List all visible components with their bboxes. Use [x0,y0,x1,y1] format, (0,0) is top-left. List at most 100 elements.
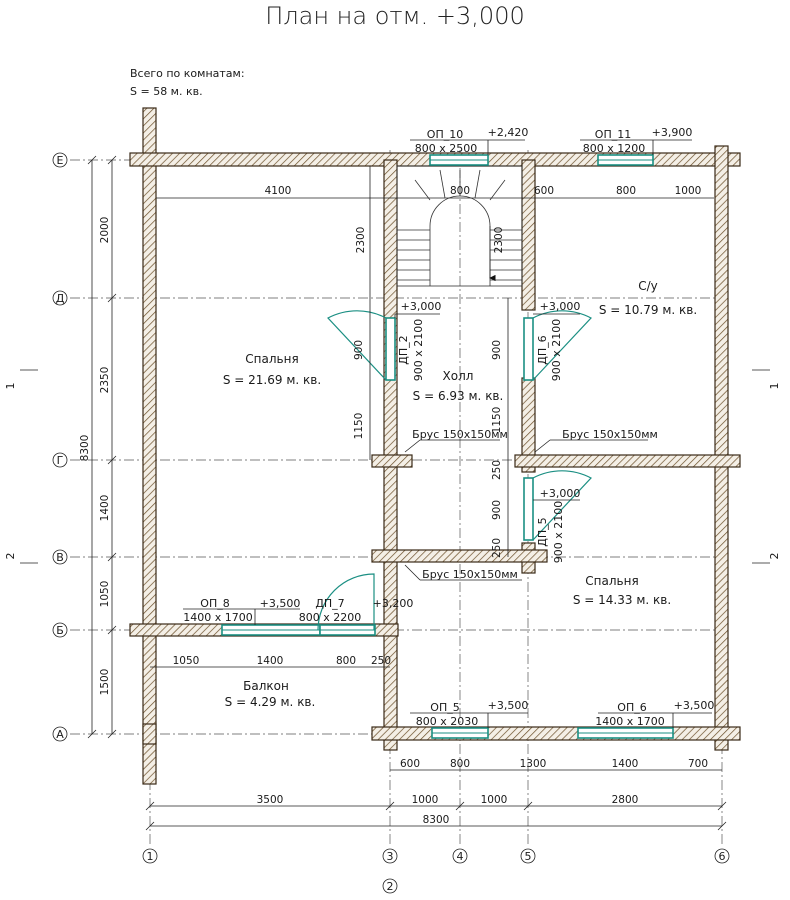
row-axis-markers: Е Д Г В Б А [52,152,68,742]
beam-label-2: Брус 150x150мм [562,428,658,441]
beam-label-1: Брус 150x150мм [412,428,508,441]
svg-text:3500: 3500 [257,794,284,806]
svg-text:1500: 1500 [99,669,111,696]
dp7-size: 800 x 2200 [299,611,362,624]
dp7-level: +3,200 [373,597,414,610]
section-marks: 1 1 2 2 [4,369,781,564]
section-1-right: 1 [768,383,781,390]
dp5-size: 900 x 2100 [552,501,565,564]
op8-size: 1400 x 1700 [183,611,253,624]
svg-text:1050: 1050 [173,655,200,667]
dp7-name: ДП_7 [315,597,344,610]
column-axis-lines [149,150,723,845]
svg-text:4100: 4100 [265,185,292,197]
beam-label-3: Брус 150x150мм [422,568,518,581]
op5-size: 800 x 2030 [416,715,479,728]
axis-label-A: А [56,728,64,741]
svg-text:600: 600 [400,758,420,770]
op11-name: ОП_11 [595,128,631,141]
staircase [396,165,523,287]
dim-left-total: 8300 [79,435,91,462]
op6-name: ОП_6 [617,701,646,714]
room-area-bedroom-1: S = 21.69 м. кв. [223,373,321,387]
axis-label-V: В [56,551,64,564]
axis-label-G: Г [57,454,64,467]
summary-label: Всего по комнатам: [130,67,245,80]
door-dp6-frame [523,317,534,381]
doors [317,310,592,631]
svg-text:2000: 2000 [99,217,111,244]
svg-text:1050: 1050 [99,581,111,608]
dp6-size: 900 x 2100 [550,319,563,382]
windows [221,154,674,739]
top-dimensions: 4100 800 600 800 1000 2300 2300 [156,166,714,460]
op8-level: +3,500 [260,597,301,610]
axis-label-5: 5 [525,850,532,863]
axis-label-4: 4 [457,850,464,863]
section-1-left: 1 [4,383,17,390]
op10-name: ОП_10 [427,128,463,141]
walls [129,107,741,785]
section-2-left: 2 [4,553,17,560]
axis-label-E: Е [57,154,64,167]
room-name-balcony: Балкон [243,679,289,693]
room-name-hall: Холл [443,369,474,383]
svg-text:800: 800 [616,185,636,197]
dp5-name: ДП_5 [536,517,549,546]
svg-text:2800: 2800 [612,794,639,806]
room-area-bathroom: S = 10.79 м. кв. [599,303,697,317]
summary-area: S = 58 м. кв. [130,85,203,98]
op11-level: +3,900 [652,126,693,139]
door-dp5-frame [523,477,534,541]
balcony-dimensions: 1050 1400 800 250 [150,655,391,668]
dp5-level: +3,000 [540,487,581,500]
bottom-dimensions: 600 800 1300 1400 700 3500 1000 1000 280… [145,758,727,831]
axis-label-B: Б [56,624,64,637]
room-name-bedroom-1: Спальня [245,352,298,366]
svg-text:1400: 1400 [257,655,284,667]
inner-dimensions: 900 1150 900 1150 250 900 250 [353,298,509,558]
room-area-balcony: S = 4.29 м. кв. [225,695,316,709]
svg-text:250: 250 [491,538,503,558]
svg-text:2300: 2300 [493,227,505,254]
svg-text:2300: 2300 [355,227,367,254]
opening-labels: ОП_10 800 x 2500 +2,420 ОП_11 800 x 1200… [183,126,714,728]
svg-text:1300: 1300 [520,758,547,770]
svg-text:1150: 1150 [353,413,365,440]
dp2-level: +3,000 [401,300,442,313]
svg-text:1150: 1150 [491,407,503,434]
svg-text:700: 700 [688,758,708,770]
op10-level: +2,420 [488,126,529,139]
op10-size: 800 x 2500 [415,142,478,155]
room-area-hall: S = 6.93 м. кв. [413,389,504,403]
svg-text:900: 900 [353,340,365,360]
svg-text:1000: 1000 [675,185,702,197]
svg-text:250: 250 [371,655,391,667]
svg-text:2350: 2350 [99,367,111,394]
op8-name: ОП_8 [200,597,229,610]
op6-size: 1400 x 1700 [595,715,665,728]
svg-text:900: 900 [491,340,503,360]
svg-text:1000: 1000 [481,794,508,806]
axis-label-6: 6 [719,850,726,863]
dp2-size: 900 x 2100 [412,319,425,382]
beam-labels: Брус 150x150мм Брус 150x150мм Брус 150x1… [404,428,658,581]
svg-text:800: 800 [450,758,470,770]
dim-bottom-total: 8300 [423,814,450,826]
door-dp2-frame [385,317,396,381]
section-2-right: 2 [768,553,781,560]
room-labels: Спальня S = 21.69 м. кв. Холл S = 6.93 м… [223,279,697,709]
room-area-bedroom-2: S = 14.33 м. кв. [573,593,671,607]
axis-label-3: 3 [387,850,394,863]
svg-text:1000: 1000 [412,794,439,806]
svg-text:1400: 1400 [99,495,111,522]
column-axis-markers: 1 2 3 4 5 6 [142,848,730,894]
op5-name: ОП_5 [430,701,459,714]
svg-text:800: 800 [450,185,470,197]
dp6-name: ДП_6 [536,335,549,364]
axis-label-1: 1 [147,850,154,863]
left-dimensions: 8300 2000 2350 1400 1050 1500 [79,155,117,739]
op5-level: +3,500 [488,699,529,712]
svg-text:250: 250 [491,460,503,480]
